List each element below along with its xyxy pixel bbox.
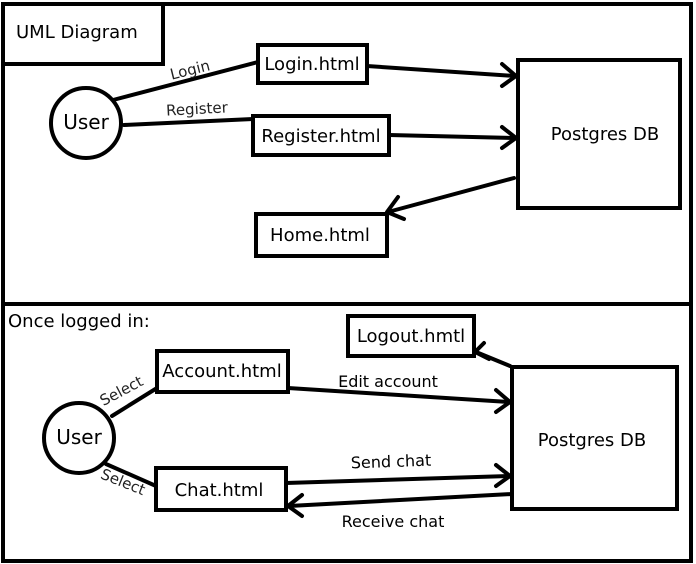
login-page-label: Login.html: [264, 54, 359, 75]
login-page-box: [256, 43, 369, 85]
user-actor-bottom-label: User: [56, 425, 102, 449]
section-heading: Once logged in:: [8, 311, 150, 332]
send-chat-arrow: [284, 474, 511, 485]
account-page-label: Account.html: [162, 361, 281, 382]
user-actor-bottom: [42, 401, 116, 475]
register-page-label: Register.html: [261, 126, 380, 147]
register-edge-label: Register: [166, 98, 229, 119]
postgres-db-top-label: Postgres DB: [551, 124, 659, 145]
receive-chat-arrow: [287, 492, 514, 508]
diagram-title: UML Diagram: [16, 22, 138, 43]
chat-page-label: Chat.html: [175, 480, 264, 501]
account-connector: [110, 386, 159, 418]
receive-chat-edge-label: Receive chat: [342, 512, 445, 531]
title-box: [1, 2, 165, 66]
logout-page-label: Logout.hmtl: [357, 326, 465, 347]
login-to-db-arrow: [365, 64, 517, 78]
db-to-home-arrow: [386, 176, 516, 214]
send-chat-edge-label: Send chat: [350, 451, 431, 473]
register-to-db-arrow: [387, 133, 517, 140]
register-connector: [122, 117, 255, 127]
postgres-db-bottom: [510, 365, 679, 511]
chat-page-box: [154, 466, 288, 512]
edit-account-edge-label: Edit account: [338, 372, 438, 391]
home-page-label: Home.html: [270, 225, 370, 246]
register-page-box: [251, 114, 391, 157]
postgres-db-top: [516, 58, 682, 210]
user-actor-top-label: User: [63, 110, 109, 134]
account-page-box: [155, 349, 290, 394]
home-page-box: [254, 212, 389, 258]
chat-connector: [104, 462, 158, 488]
user-actor-top: [49, 86, 123, 160]
edit-account-arrow: [286, 386, 511, 404]
postgres-db-bottom-label: Postgres DB: [538, 430, 646, 451]
logout-page-box: [346, 314, 476, 358]
login-connector: [111, 60, 260, 102]
